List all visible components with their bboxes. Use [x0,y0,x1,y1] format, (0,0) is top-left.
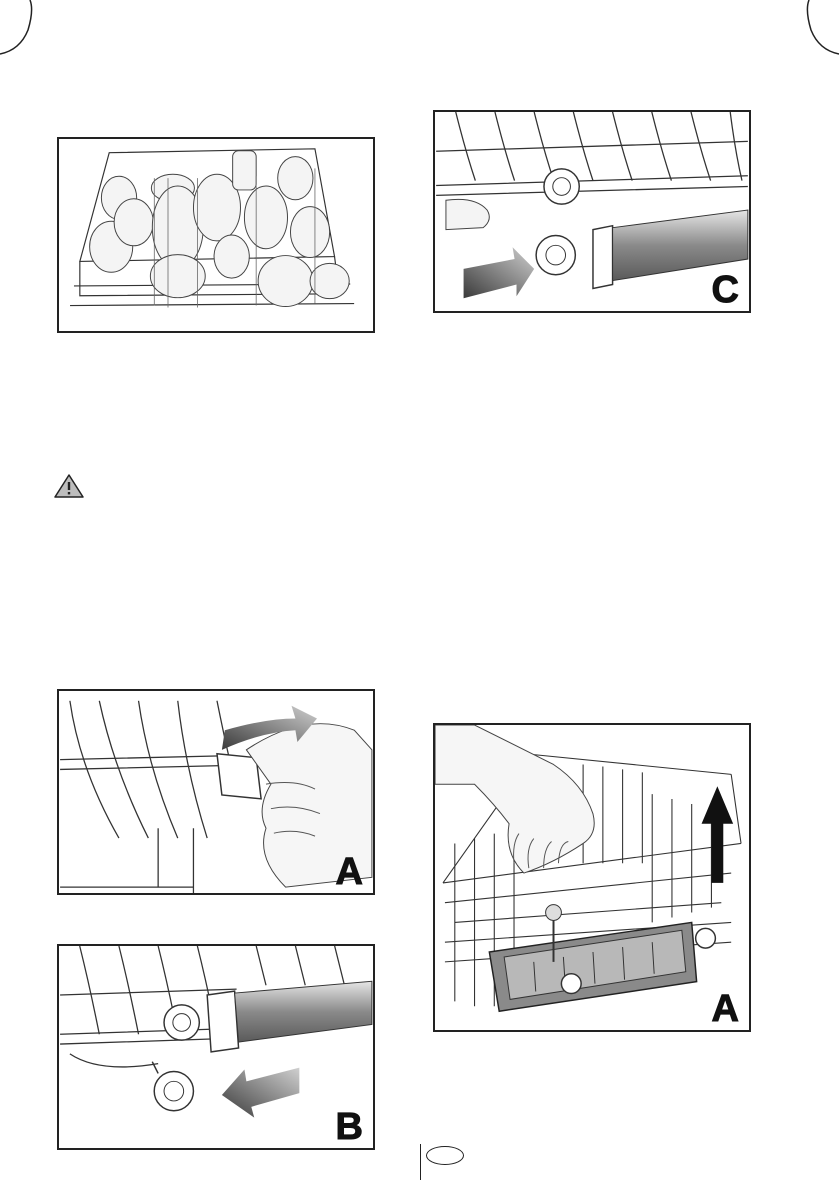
figure-letter-a-lift: A [712,990,739,1028]
rail-c-illustration [435,112,749,311]
rail-b-illustration [59,946,373,1148]
figure-rail-b: B [57,944,375,1150]
language-badge [426,1146,464,1165]
crop-mark-right [779,0,839,60]
footer-divider [420,1144,421,1180]
rail-a-illustration [59,691,373,893]
figure-rail-c: C [433,110,751,313]
push-arrow-icon [222,1068,299,1118]
figure-letter-a: A [336,853,363,891]
figure-rail-a: A [57,689,375,895]
figure-loaded-basket [57,137,375,333]
figure-basket-lift: A [433,723,751,1032]
lift-arrow-icon [702,786,734,883]
figure-letter-c: C [712,271,739,309]
crop-mark-left [0,0,60,60]
warning-icon [54,474,84,498]
basket-lift-illustration [435,725,749,1030]
push-arrow-icon [464,247,535,298]
loaded-basket-illustration [59,139,373,331]
figure-letter-b: B [336,1108,363,1146]
